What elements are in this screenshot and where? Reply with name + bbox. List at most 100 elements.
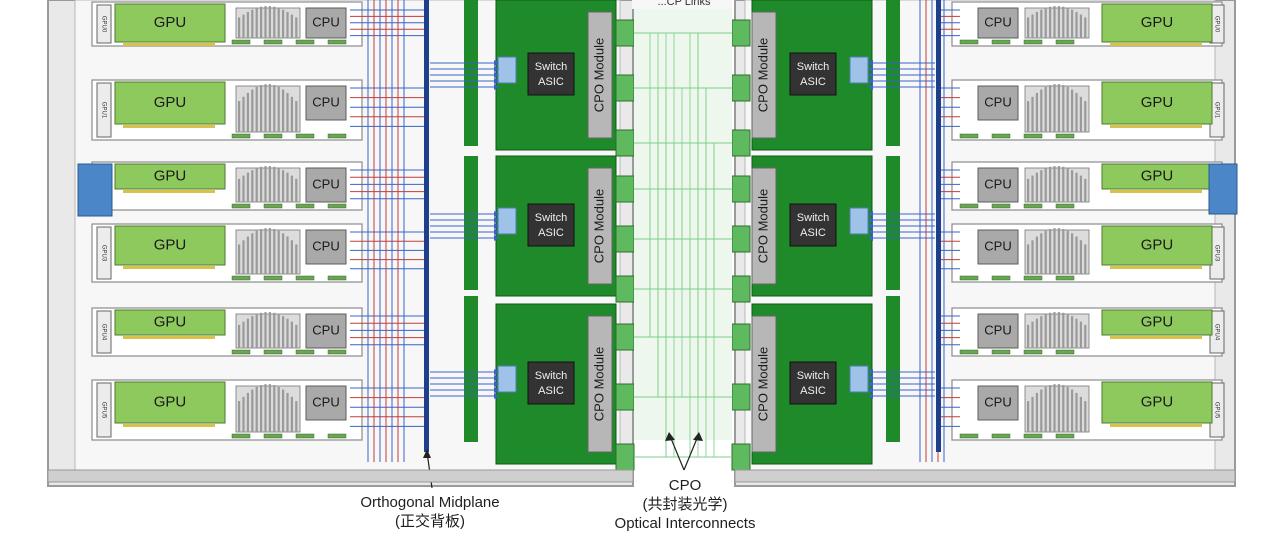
heatsink-fin bbox=[1040, 89, 1043, 132]
gpu-label: GPU bbox=[1141, 236, 1174, 253]
arrow-head bbox=[494, 72, 499, 78]
heatsink-fin bbox=[1066, 168, 1069, 202]
arrow-head bbox=[494, 369, 499, 375]
heatsink-fin bbox=[255, 7, 258, 39]
leader-arrowhead bbox=[665, 432, 675, 441]
arrow-head bbox=[494, 217, 499, 223]
gpu-label: GPU bbox=[1141, 313, 1174, 330]
cpo-module bbox=[751, 315, 777, 453]
optical-interconnect-mesh bbox=[634, 0, 732, 458]
heatsink-fin bbox=[1044, 314, 1047, 348]
heatsink-fin bbox=[282, 316, 285, 348]
heatsink-fin bbox=[1084, 178, 1087, 202]
gpu-tray: GPU2GPUCPU bbox=[91, 161, 363, 211]
board-connector bbox=[1055, 133, 1075, 139]
port-block bbox=[849, 207, 869, 235]
arrow-head bbox=[494, 375, 499, 381]
gpu-connector bbox=[123, 336, 215, 339]
cpu-chip bbox=[305, 229, 347, 265]
heatsink-fin bbox=[268, 228, 271, 274]
cpu-chip bbox=[305, 85, 347, 121]
board-connector bbox=[295, 203, 315, 209]
slot-tag: GPU3 bbox=[1213, 245, 1219, 262]
heatsink-fin bbox=[1053, 84, 1056, 132]
heatsink-fin bbox=[1035, 92, 1038, 132]
heatsink-fin bbox=[1031, 175, 1034, 202]
cpo-module bbox=[587, 315, 613, 453]
arrow-head bbox=[494, 235, 499, 241]
heatsink-base bbox=[1024, 229, 1090, 275]
heatsink bbox=[235, 228, 301, 275]
arrow-head bbox=[494, 211, 499, 217]
heatsink-fin bbox=[282, 233, 285, 274]
gpu-card bbox=[114, 81, 226, 125]
switch-asic bbox=[789, 361, 837, 405]
switch-asic-label: Switch bbox=[797, 61, 829, 73]
heatsink-fin bbox=[277, 230, 280, 274]
heatsink-fin bbox=[290, 321, 293, 348]
heatsink-fin bbox=[1049, 385, 1052, 432]
board-connector bbox=[991, 349, 1011, 355]
board-connector bbox=[1055, 433, 1075, 439]
heatsink-fin bbox=[286, 318, 289, 348]
heatsink-fin bbox=[255, 86, 258, 132]
board-connector bbox=[1055, 349, 1075, 355]
cpu-label: CPU bbox=[312, 238, 339, 253]
arrow-head bbox=[868, 369, 873, 375]
heatsink-base bbox=[235, 7, 301, 39]
heatsink-fin bbox=[260, 312, 263, 348]
gpu-connector bbox=[123, 125, 215, 128]
arrow-head bbox=[494, 84, 499, 90]
switch-asic-label: ASIC bbox=[800, 385, 826, 397]
switch-asic-label: ASIC bbox=[800, 227, 826, 239]
optical-connector bbox=[615, 129, 635, 157]
heatsink-fin bbox=[1071, 170, 1074, 202]
heatsink-fin bbox=[1066, 86, 1069, 132]
board-connector bbox=[263, 203, 283, 209]
heatsink-fin bbox=[268, 84, 271, 132]
heatsink-fin bbox=[238, 324, 241, 348]
arrow-head bbox=[868, 217, 873, 223]
cpu-label: CPU bbox=[984, 94, 1011, 109]
board-connector bbox=[1055, 275, 1075, 281]
gpu-label: GPU bbox=[1141, 94, 1174, 111]
arrow-head bbox=[868, 84, 873, 90]
heatsink-fin bbox=[255, 168, 258, 202]
heatsink-fin bbox=[1027, 178, 1030, 202]
heatsink-fin bbox=[295, 17, 298, 38]
board-connector bbox=[263, 433, 283, 439]
heatsink-fin bbox=[251, 170, 254, 202]
heatsink-fin bbox=[290, 396, 293, 432]
heatsink-fin bbox=[1084, 401, 1087, 432]
heatsink-fin bbox=[277, 7, 280, 39]
gpu-label: GPU bbox=[154, 94, 187, 111]
left-midplane-bar bbox=[424, 0, 429, 452]
switch-asic-label: ASIC bbox=[538, 76, 564, 88]
optical-connector bbox=[615, 19, 635, 47]
switch-asic bbox=[789, 203, 837, 247]
board-connector bbox=[295, 433, 315, 439]
heatsink-fin bbox=[251, 316, 254, 348]
arrow-head bbox=[494, 387, 499, 393]
board-connector bbox=[991, 203, 1011, 209]
arrow-head bbox=[494, 60, 499, 66]
heatsink-fin bbox=[1062, 385, 1065, 432]
cpo-module-label: CPO Module bbox=[755, 347, 770, 421]
gpu-connector bbox=[1110, 190, 1202, 193]
cpu-label: CPU bbox=[312, 14, 339, 29]
heatsink-fin bbox=[246, 318, 249, 348]
port-block bbox=[849, 365, 869, 393]
heatsink bbox=[1024, 6, 1090, 39]
board-connector bbox=[959, 275, 979, 281]
gpu-card bbox=[114, 3, 226, 43]
heatsink-fin bbox=[255, 386, 258, 432]
midplane-callout: Orthogonal Midplane (正交背板) bbox=[330, 493, 530, 531]
board-connector bbox=[231, 433, 251, 439]
heatsink bbox=[1024, 84, 1090, 133]
switch-asic-label: Switch bbox=[535, 212, 567, 224]
arrow-head bbox=[868, 393, 873, 399]
slot-tag: GPU4 bbox=[1213, 324, 1219, 341]
